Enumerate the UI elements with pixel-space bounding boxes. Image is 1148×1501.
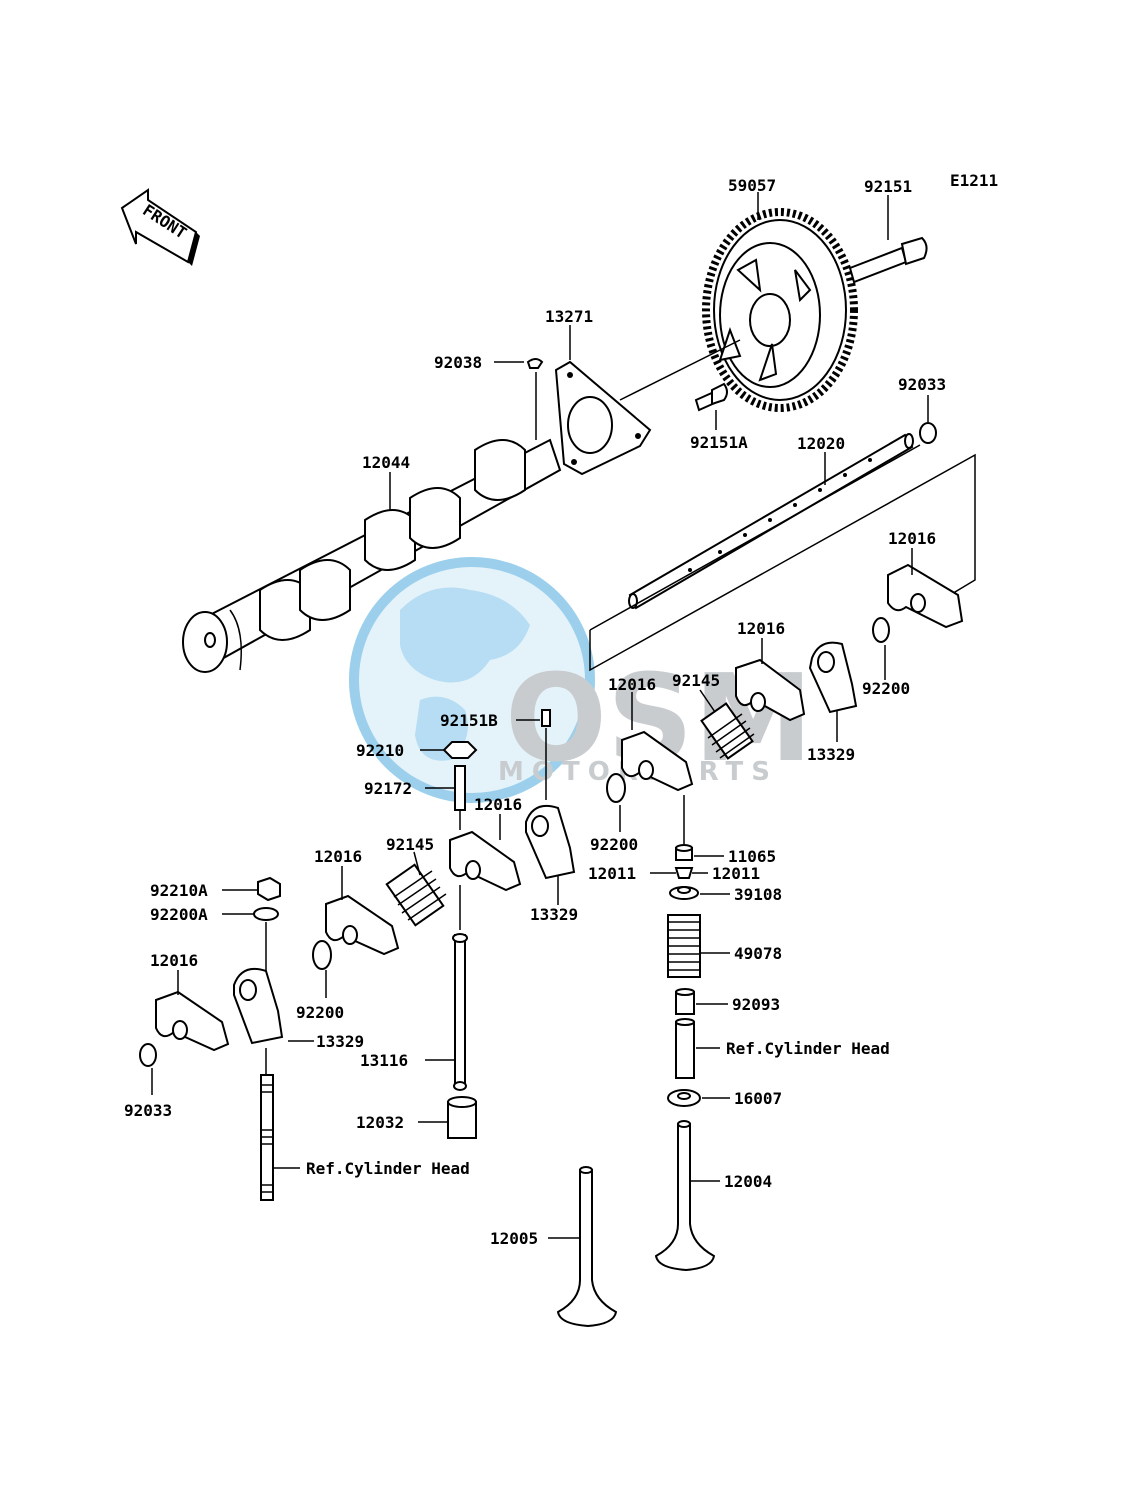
label-92172: 92172 [364, 779, 412, 798]
label-92151B: 92151B [440, 711, 498, 730]
label-92033-top: 92033 [898, 375, 946, 394]
washer-center [606, 773, 626, 803]
label-13271: 13271 [545, 307, 593, 326]
exhaust-valve [556, 1166, 618, 1328]
spring-lower [385, 863, 447, 927]
label-12032: 12032 [356, 1113, 404, 1132]
rocker-holder-right [808, 641, 858, 714]
bolt-92151a [694, 382, 728, 412]
label-49078: 49078 [734, 944, 782, 963]
rocker-arm-center-left [449, 830, 522, 892]
label-12011-left: 12011 [588, 864, 636, 883]
nut-92210 [442, 741, 478, 759]
bolt-92151 [848, 236, 928, 284]
label-12016-a: 12016 [888, 529, 936, 548]
ref-cylinder-head-right: Ref.Cylinder Head [726, 1039, 890, 1058]
rocker-holder-left [233, 967, 284, 1045]
label-92200-center: 92200 [590, 835, 638, 854]
front-arrow-icon: FRONT [120, 188, 200, 266]
label-13329-left: 13329 [316, 1032, 364, 1051]
valve-stem-seal [675, 988, 695, 1015]
label-92151: 92151 [864, 177, 912, 196]
spring-seat [667, 1089, 701, 1107]
rocker-arm-right [887, 563, 964, 629]
label-92145-lower: 92145 [386, 835, 434, 854]
push-rod [452, 933, 468, 1091]
circlip-top [919, 422, 937, 444]
label-12016-c: 12016 [608, 675, 656, 694]
circlip-lower [139, 1043, 157, 1067]
intake-valve [654, 1120, 716, 1272]
nut-92210a [257, 876, 281, 902]
label-12016-f: 12016 [150, 951, 198, 970]
label-12020: 12020 [797, 434, 845, 453]
adjuster-screw [454, 765, 466, 811]
label-12016-e: 12016 [314, 847, 362, 866]
label-92038: 92038 [434, 353, 482, 372]
label-12011-right: 12011 [712, 864, 760, 883]
label-92145-upper: 92145 [672, 671, 720, 690]
spring-upper [700, 702, 755, 760]
label-13116: 13116 [360, 1051, 408, 1070]
label-12016-d: 12016 [474, 795, 522, 814]
camshaft-plate [554, 360, 652, 476]
label-92033-lower: 92033 [124, 1101, 172, 1120]
label-13329-center: 13329 [530, 905, 578, 924]
label-59057: 59057 [728, 176, 776, 195]
rocker-shaft [628, 433, 914, 610]
label-16007: 16007 [734, 1089, 782, 1108]
rocker-arm-center [621, 730, 694, 792]
tappet [447, 1096, 477, 1139]
valve-spring [667, 914, 701, 978]
label-39108: 39108 [734, 885, 782, 904]
valve-cap [675, 844, 693, 861]
rocker-arm-mid-right [735, 658, 806, 722]
label-92151A: 92151A [690, 433, 748, 452]
stud-bolt [260, 1074, 274, 1201]
rocker-arm-far-left [155, 990, 230, 1052]
washer-92200a [253, 907, 279, 921]
label-12004: 12004 [724, 1172, 772, 1191]
washer-right [872, 617, 890, 643]
label-92200-right: 92200 [862, 679, 910, 698]
label-12016-b: 12016 [737, 619, 785, 638]
label-92200A: 92200A [150, 905, 208, 924]
label-12005: 12005 [490, 1229, 538, 1248]
rocker-holder-center [525, 804, 576, 880]
valve-guide [675, 1018, 695, 1079]
label-92210A: 92210A [150, 881, 208, 900]
washer-left [312, 940, 332, 970]
camshaft [182, 438, 562, 673]
rocker-arm-left [325, 894, 400, 956]
label-92093: 92093 [732, 995, 780, 1014]
valve-collet [674, 867, 694, 879]
label-13329-right: 13329 [807, 745, 855, 764]
ref-cylinder-head-left: Ref.Cylinder Head [306, 1159, 470, 1178]
label-12044: 12044 [362, 453, 410, 472]
diagram-code: E1211 [950, 171, 998, 190]
label-92200-left: 92200 [296, 1003, 344, 1022]
label-92210: 92210 [356, 741, 404, 760]
label-11065: 11065 [728, 847, 776, 866]
spring-retainer [669, 886, 699, 900]
woodruff-key [526, 358, 544, 369]
screw-92151b [541, 709, 551, 727]
cam-gear [702, 208, 858, 412]
